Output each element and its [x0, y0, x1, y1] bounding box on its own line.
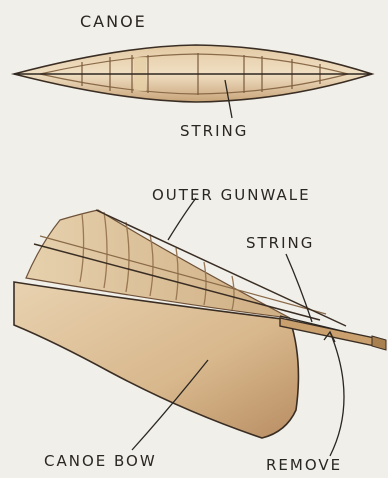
canoe-bow-closeup [14, 210, 386, 438]
remove-label: REMOVE [266, 458, 342, 473]
remove-pointer [330, 332, 344, 456]
outer-gunwale-pointer [168, 198, 196, 240]
string-top-label: STRING [180, 124, 248, 139]
outer-gunwale-piece-end [372, 336, 386, 350]
canoe-bow-label: CANOE BOW [44, 454, 157, 469]
canoe-title-label: CANOE [80, 14, 147, 30]
outer-gunwale-label: OUTER GUNWALE [152, 188, 311, 203]
string-bottom-label: STRING [246, 236, 314, 251]
canoe-top-view [14, 45, 372, 102]
